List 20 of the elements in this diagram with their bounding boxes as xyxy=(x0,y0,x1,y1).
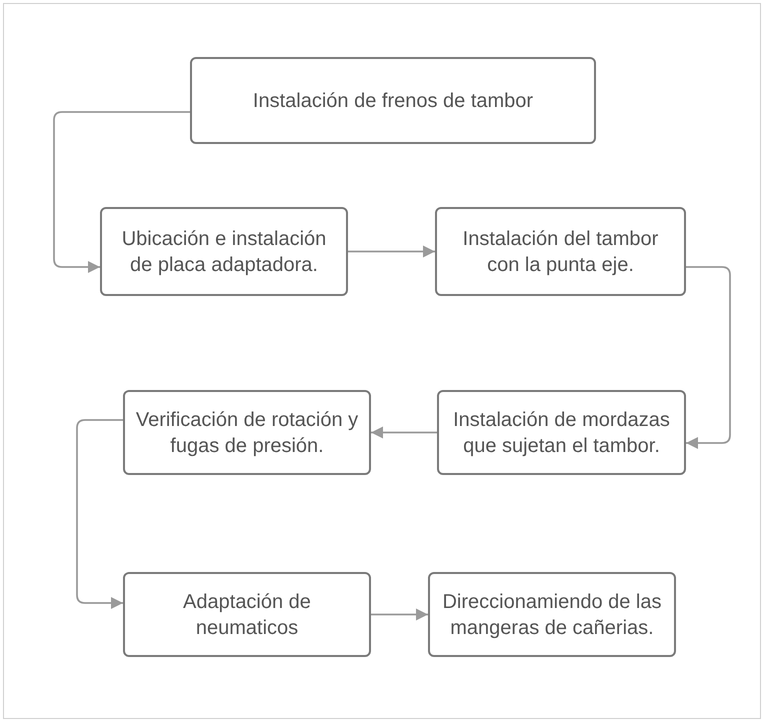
process-box xyxy=(190,57,596,144)
arrow xyxy=(53,111,190,273)
process-box xyxy=(100,207,348,296)
arrow xyxy=(371,426,437,438)
arrow xyxy=(348,246,435,258)
box-text: Adaptación de neumaticos xyxy=(182,590,312,640)
box-text: Direccionamiendo de las mangeras de cañerias. xyxy=(441,590,662,640)
box-text: Instalación del tambor con la punta eje. xyxy=(462,226,660,278)
arrow xyxy=(76,419,123,609)
arrow xyxy=(686,266,731,449)
box-text: Instalación de frenos de tambor xyxy=(252,88,534,114)
process-box xyxy=(428,572,676,657)
process-box xyxy=(437,390,686,475)
box-text: Ubicación e instalación de placa adaptadora. xyxy=(120,226,328,278)
box-text: Verificación de rotación y fugas de presión. xyxy=(134,408,360,458)
process-box xyxy=(435,207,686,296)
process-box xyxy=(123,572,371,657)
process-box xyxy=(123,390,371,475)
arrow xyxy=(371,608,428,620)
box-text: Instalación de mordazas que sujetan el tambor. xyxy=(452,408,671,458)
